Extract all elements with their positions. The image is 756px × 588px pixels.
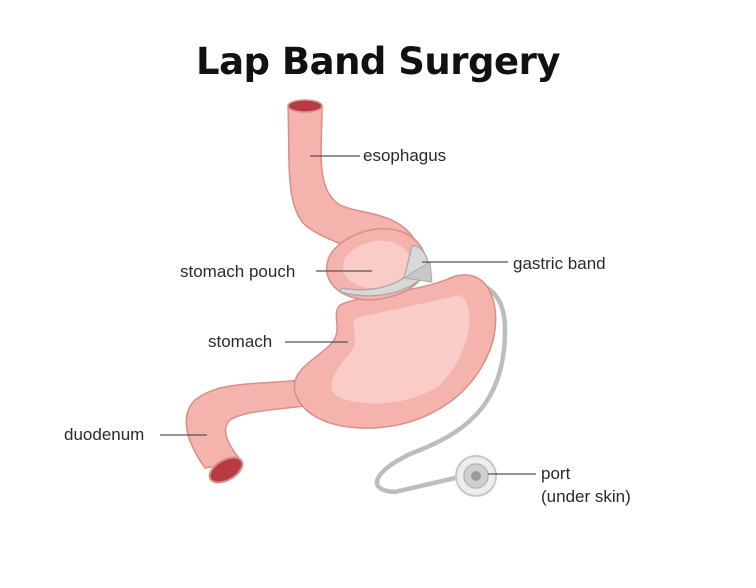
pouch-highlight [343, 240, 411, 288]
gastric-band-bead [402, 261, 433, 283]
label-esophagus: esophagus [363, 146, 447, 165]
duodenum-shape [185, 379, 312, 469]
label-duodenum: duodenum [64, 425, 145, 444]
port-center [471, 471, 481, 481]
stomach-highlight [331, 295, 470, 404]
esophagus-opening [287, 99, 323, 113]
label-port-note: (under skin) [541, 487, 631, 506]
gastric-band-shape [339, 245, 429, 297]
label-gastric-band: gastric band [513, 254, 606, 273]
label-stomach: stomach [208, 332, 273, 351]
label-port: port [541, 464, 571, 483]
diagram-title: Lap Band Surgery [196, 40, 560, 83]
duodenum-opening [208, 456, 244, 484]
label-stomach-pouch: stomach pouch [180, 262, 296, 281]
